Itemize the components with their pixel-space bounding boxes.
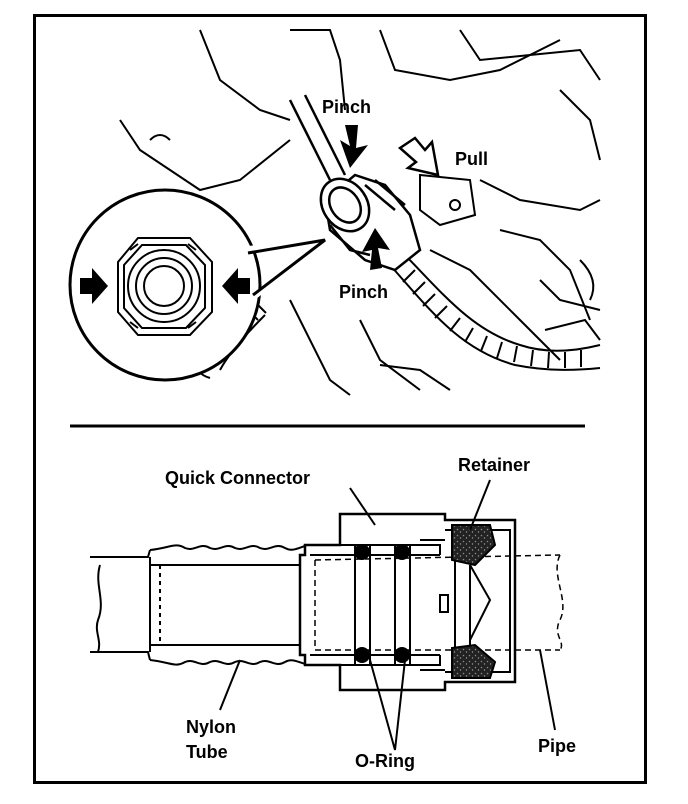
label-tube: Tube [186,742,228,762]
leader-lines [219,479,556,751]
o-ring-channels [354,545,411,665]
nylon-tube [90,544,306,666]
squeeze-arrows [80,268,250,304]
leader-retainer [469,479,491,531]
o-ring-top-left [354,544,370,560]
connector-end-view [117,237,213,336]
label-pull: Pull [455,149,489,169]
fuel-pipe [288,94,347,181]
corrugated-hose [389,249,601,371]
retainer [439,524,497,679]
pinch-arrow-bottom-icon [362,228,390,270]
label-quick-connector: Quick Connector [165,468,311,488]
label-pinch-bottom: Pinch [339,282,389,302]
squeeze-arrow-right-icon [222,268,250,304]
squeeze-arrow-left-icon [80,268,108,304]
engine-background-lines [119,29,601,396]
leader-nylon-tube [219,659,241,711]
o-ring-bottom-left [354,647,370,663]
o-rings [354,544,410,663]
magnified-callout [68,188,336,382]
leader-quick-connector [349,487,376,526]
pinch-arrow-top-icon [340,125,368,168]
o-ring-bottom-right [394,647,410,663]
mounting-bracket [419,173,477,227]
quick-connector-assembly [319,173,422,272]
o-ring-top-right [394,544,410,560]
pinch-arrows [340,125,390,270]
label-pipe: Pipe [538,736,577,756]
pull-arrow-icon [397,136,440,177]
leader-pipe [539,649,556,731]
label-retainer: Retainer [458,455,531,475]
label-o-ring: O-Ring [355,751,415,771]
label-nylon: Nylon [186,717,237,737]
label-pinch-top: Pinch [322,97,372,117]
leader-o-ring [369,659,406,751]
